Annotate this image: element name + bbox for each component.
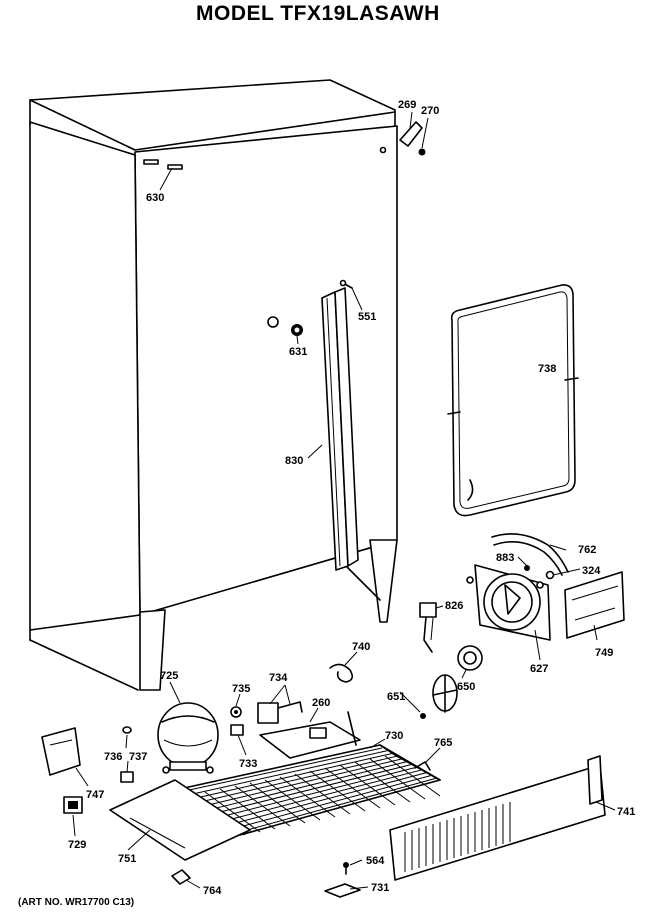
callout-631: 631 [289,346,307,358]
part-564 [343,862,349,875]
part-729 [63,796,83,814]
base-pan-751 [109,779,251,861]
callout-830: 830 [285,455,303,467]
callout-labels: 269 270 630 551 631 738 830 762 883 324 … [68,99,635,897]
hinge-269 [399,121,426,156]
strip-830 [321,287,359,571]
callout-627: 627 [530,663,548,675]
callout-651: 651 [387,691,405,703]
callout-324: 324 [582,565,601,577]
condenser-730 [174,744,441,836]
callout-751: 751 [118,853,136,865]
clip-740 [329,663,354,683]
part-826 [419,602,437,653]
callout-826: 826 [445,600,463,612]
part-737 [120,771,134,783]
callout-765: 765 [434,737,452,749]
callout-764: 764 [203,885,222,897]
callout-564: 564 [366,855,385,867]
callout-749: 749 [595,647,613,659]
part-733 [230,724,244,736]
compressor-725 [157,702,219,774]
fan-651 [420,674,458,719]
part-747 [41,727,81,776]
fan-shroud-627 [466,564,551,641]
part-764 [171,869,191,885]
part-324 [545,570,555,580]
part-736 [122,726,132,734]
bracket-734 [257,701,303,724]
callout-736: 736 [104,751,122,763]
cover-749 [564,571,625,639]
callout-260: 260 [312,697,330,709]
callout-733: 733 [239,758,257,770]
callout-735: 735 [232,683,250,695]
screw-551 [339,279,353,289]
drain-pan-260 [259,711,361,759]
gasket-738 [447,284,579,517]
leader-lines [72,111,616,890]
callout-740: 740 [352,641,370,653]
part-765 [414,761,431,771]
part-883 [524,565,530,571]
part-631 [291,324,303,336]
callout-630: 630 [146,192,164,204]
part-735 [230,706,242,718]
grille-741 [389,755,606,881]
callout-741: 741 [617,806,635,818]
callout-725: 725 [160,670,178,682]
callout-747: 747 [86,789,104,801]
callout-734: 734 [269,672,288,684]
part-731 [324,883,361,898]
callout-731: 731 [371,882,389,894]
art-number-note: (ART NO. WR17700 C13) [18,897,135,908]
callout-729: 729 [68,839,86,851]
callout-650: 650 [457,681,475,693]
callout-738: 738 [538,363,556,375]
callout-269: 269 [398,99,416,111]
callout-737: 737 [129,751,147,763]
callout-730: 730 [385,730,403,742]
callout-762: 762 [578,544,596,556]
page-title: MODEL TFX19LASAWH [196,2,440,25]
tube-762 [491,533,569,576]
callout-551: 551 [358,311,376,323]
callout-883: 883 [496,552,514,564]
motor-650 [457,645,483,671]
callout-270: 270 [421,105,439,117]
